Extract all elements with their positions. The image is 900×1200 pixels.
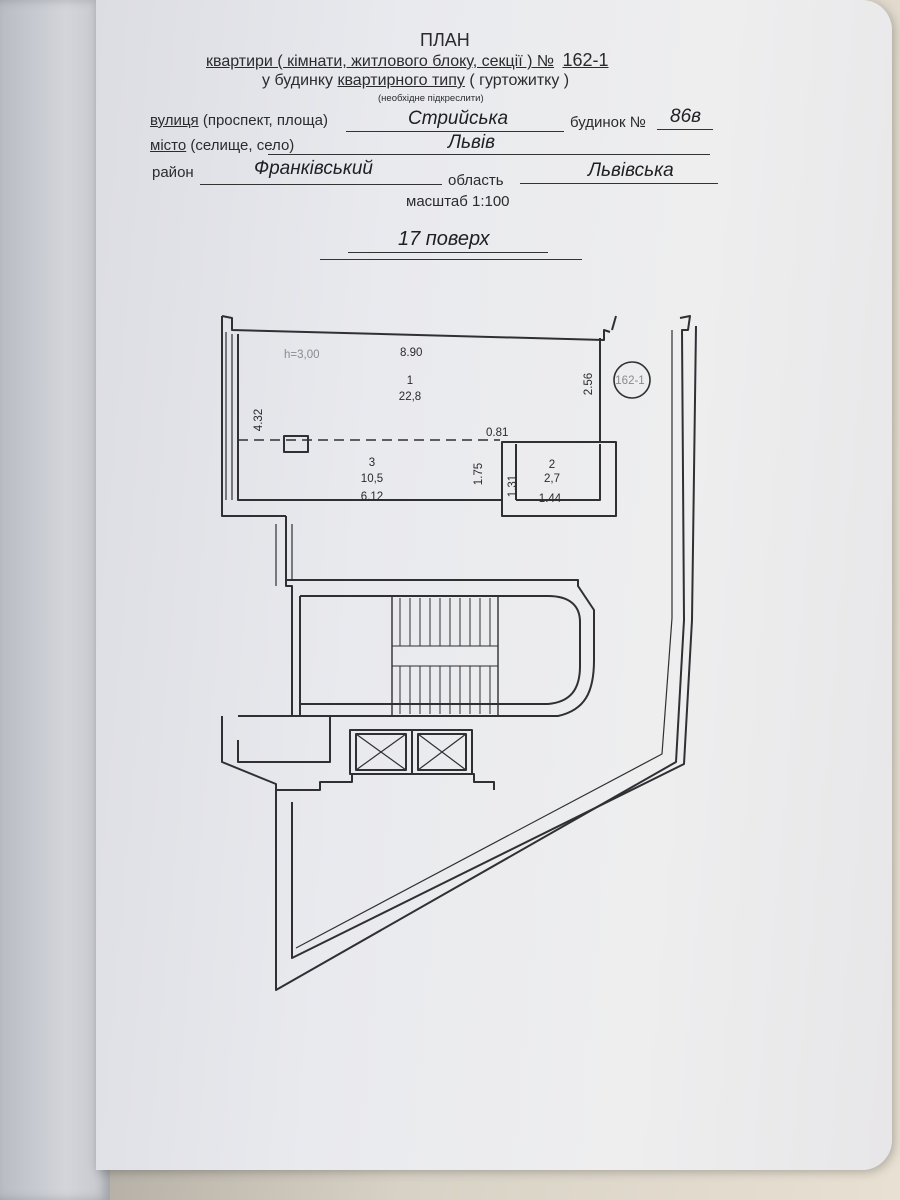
right-depth-label: 2.56 <box>583 373 595 395</box>
room3-area: 10,5 <box>361 473 383 485</box>
floor-underline-2 <box>320 259 582 260</box>
circle-label: 162-1 <box>615 375 644 387</box>
house-underline <box>657 129 713 130</box>
city-label-main: місто <box>150 137 187 154</box>
scale-label: масштаб 1:100 <box>406 193 510 210</box>
apartment-line-label: квартири ( кімнати, житлового блоку, сек… <box>206 50 609 71</box>
plan-walls <box>221 315 697 991</box>
ceiling-height-label: h=3,00 <box>284 349 320 361</box>
floor-label: 17 поверх <box>398 228 490 250</box>
region-value: Львівська <box>588 160 674 181</box>
city-value: Львів <box>448 132 496 153</box>
apartment-number: 162-1 <box>562 50 609 70</box>
building-type-prefix: у будинку <box>262 72 334 89</box>
district-value: Франківський <box>254 158 373 179</box>
floor-underline-1 <box>348 252 548 253</box>
street-underline <box>346 131 564 132</box>
top-width-label: 8.90 <box>400 347 422 359</box>
left-depth-label: 4.32 <box>253 409 265 431</box>
building-type-suffix: ( гуртожитку ) <box>469 72 570 89</box>
district-underline <box>200 184 442 185</box>
street-value: Стрийська <box>408 108 509 129</box>
building-type-line: у будинку квартирного типу ( гуртожитку … <box>262 72 569 90</box>
district-label: район <box>152 164 194 181</box>
underline-note: (необхідне підкреслити) <box>378 93 484 104</box>
room3-depth-label: 1.75 <box>473 463 485 485</box>
city-label: місто (селище, село) <box>150 137 294 154</box>
house-label: будинок № <box>570 114 646 131</box>
city-underline <box>268 154 710 155</box>
document-sheet <box>96 0 892 1170</box>
apartment-line-prefix: квартири ( кімнати, житлового блоку, сек… <box>206 53 555 70</box>
plan-title: ПЛАН <box>420 30 470 50</box>
room2-number: 2 <box>549 459 555 471</box>
room1-number: 1 <box>407 375 413 387</box>
partition-width-label: 0.81 <box>486 427 508 439</box>
street-label-main: вулиця <box>150 112 199 129</box>
room3-number: 3 <box>369 457 375 469</box>
city-label-sub: (селище, село) <box>190 137 295 154</box>
room2-depth-label: 1.31 <box>507 475 519 497</box>
house-value: 86в <box>670 106 702 127</box>
room3-width-label: 6.12 <box>361 491 383 503</box>
room1-area: 22,8 <box>399 391 421 403</box>
room2-width-label: 1.44 <box>539 493 562 505</box>
previous-page-edge <box>0 0 110 1200</box>
street-label-sub: (проспект, площа) <box>202 112 328 129</box>
street-label: вулиця (проспект, площа) <box>150 112 328 129</box>
region-label: область <box>448 172 504 189</box>
room2-area: 2,7 <box>544 473 560 485</box>
building-type-underlined: квартирного типу <box>337 72 465 89</box>
region-underline <box>520 183 718 184</box>
